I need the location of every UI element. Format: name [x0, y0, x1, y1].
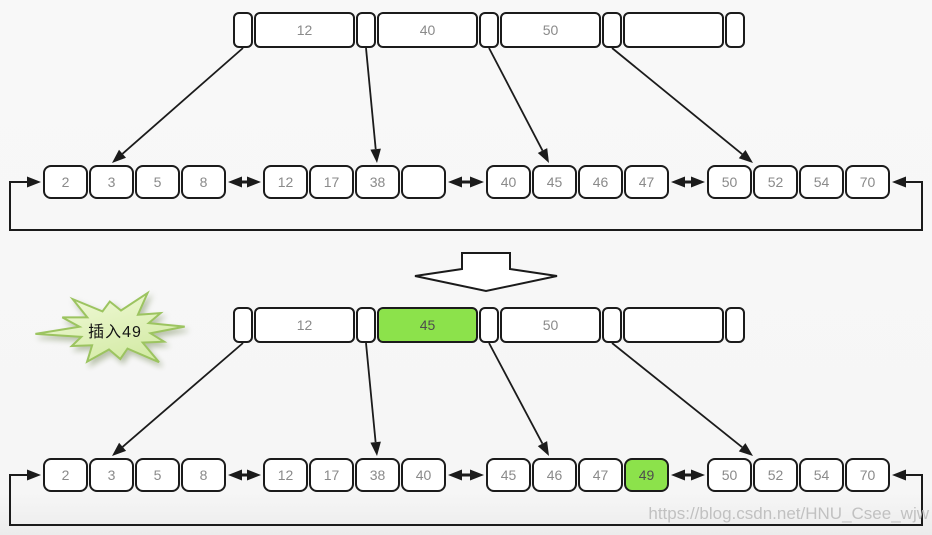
leaf-cell: 8 [181, 165, 226, 199]
root-key-cell: 50 [500, 307, 601, 343]
root-pointer-cell [725, 12, 745, 48]
leaf-cell: 5 [135, 165, 180, 199]
leaf-cell: 70 [845, 458, 890, 492]
leaf-cell: 45 [486, 458, 531, 492]
root-key-cell [623, 12, 724, 48]
leaf-cell: 40 [401, 458, 446, 492]
leaf-cell: 38 [355, 458, 400, 492]
root-pointer-cell [602, 307, 622, 343]
insert-callout-burst [35, 290, 185, 364]
root-pointer-cell [233, 307, 253, 343]
root-key-cell: 12 [254, 307, 355, 343]
root-key-cell [623, 307, 724, 343]
leaf-cell: 2 [43, 458, 88, 492]
leaf-cell: 45 [532, 165, 577, 199]
leaf-cell: 12 [263, 165, 308, 199]
transition-down-arrow [414, 252, 558, 293]
root-key-cell: 12 [254, 12, 355, 48]
leaf-cell: 54 [799, 165, 844, 199]
leaf-cell: 17 [309, 165, 354, 199]
root-pointer-cell [725, 307, 745, 343]
leaf-cell: 47 [578, 458, 623, 492]
leaf-cell: 52 [753, 165, 798, 199]
root-key-cell-highlighted: 45 [377, 307, 478, 343]
leaf-cell: 8 [181, 458, 226, 492]
watermark-url: https://blog.csdn.net/HNU_Csee_wjw [648, 504, 929, 523]
root-key-cell: 40 [377, 12, 478, 48]
root-pointer-cell [356, 12, 376, 48]
leaf-cell: 38 [355, 165, 400, 199]
root-pointer-cell [479, 12, 499, 48]
root-pointer-cell [479, 307, 499, 343]
starburst-shape [35, 290, 185, 364]
leaf-cell: 54 [799, 458, 844, 492]
leaf-cell: 5 [135, 458, 180, 492]
leaf-cell: 3 [89, 165, 134, 199]
insert-callout-label: 插入49 [88, 324, 142, 341]
leaf-cell: 3 [89, 458, 134, 492]
leaf-cell: 17 [309, 458, 354, 492]
leaf-cell-highlighted: 49 [624, 458, 669, 492]
leaf-cell: 70 [845, 165, 890, 199]
root-pointer-cell [356, 307, 376, 343]
leaf-cell: 46 [578, 165, 623, 199]
leaf-cell: 46 [532, 458, 577, 492]
root-pointer-cell [602, 12, 622, 48]
leaf-cell: 12 [263, 458, 308, 492]
root-pointer-cell [233, 12, 253, 48]
leaf-cell: 40 [486, 165, 531, 199]
leaf-cell: 52 [753, 458, 798, 492]
root-node-before: 12 40 50 [233, 12, 745, 48]
leaf-cell: 47 [624, 165, 669, 199]
root-node-after: 12 45 50 [233, 307, 745, 343]
root-key-cell: 50 [500, 12, 601, 48]
leaf-cell: 2 [43, 165, 88, 199]
leaf-cell: 50 [707, 458, 752, 492]
leaf-cell: 50 [707, 165, 752, 199]
leaf-cell [401, 165, 446, 199]
